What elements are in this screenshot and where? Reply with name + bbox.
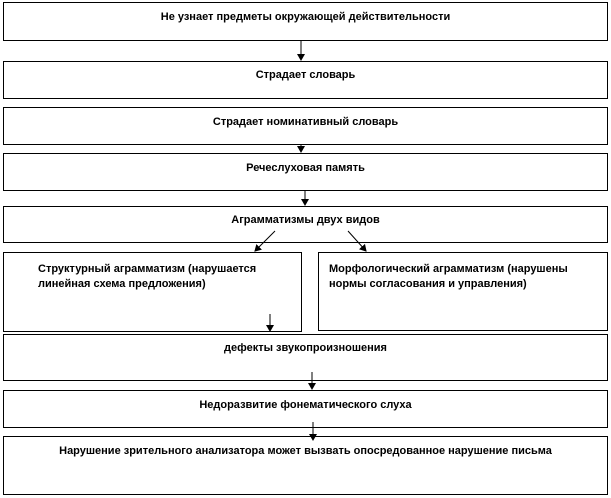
node-label: Страдает номинативный словарь (212, 116, 399, 128)
arrow-5-6 (254, 230, 276, 252)
node-sound-pronunciation-defects: дефекты звукопроизношения (3, 334, 608, 381)
node-label: Нарушение зрительного анализатора может … (59, 445, 552, 457)
node-not-recognize-objects: Не узнает предметы окружающей действител… (3, 2, 608, 41)
node-label: Морфологический аграмматизм (нарушены но… (329, 263, 568, 290)
node-structural-agrammatism: Структурный аграмматизм (нарушается лине… (3, 252, 302, 332)
node-auditory-speech-memory: Речеслуховая память (3, 153, 608, 191)
node-morphological-agrammatism: Морфологический аграмматизм (нарушены но… (318, 252, 608, 331)
node-label: Страдает словарь (255, 69, 356, 81)
node-phonemic-hearing-underdevelopment: Недоразвитие фонематического слуха (3, 390, 608, 428)
node-agrammatisms-two-types: Аграмматизмы двух видов (3, 206, 608, 243)
node-label: Структурный аграмматизм (нарушается лине… (38, 263, 257, 290)
node-label: Не узнает предметы окружающей действител… (160, 11, 451, 23)
node-visual-analyzer-disorder: Нарушение зрительного анализатора может … (3, 436, 608, 495)
node-label: Речеслуховая память (246, 162, 365, 174)
node-label: Аграмматизмы двух видов (231, 214, 380, 226)
node-label: дефекты звукопроизношения (224, 342, 387, 354)
arrow-5-7 (347, 230, 367, 252)
node-label: Недоразвитие фонематического слуха (199, 399, 412, 411)
node-vocabulary-suffers: Страдает словарь (3, 61, 608, 99)
node-nominative-vocabulary-suffers: Страдает номинативный словарь (3, 107, 608, 145)
